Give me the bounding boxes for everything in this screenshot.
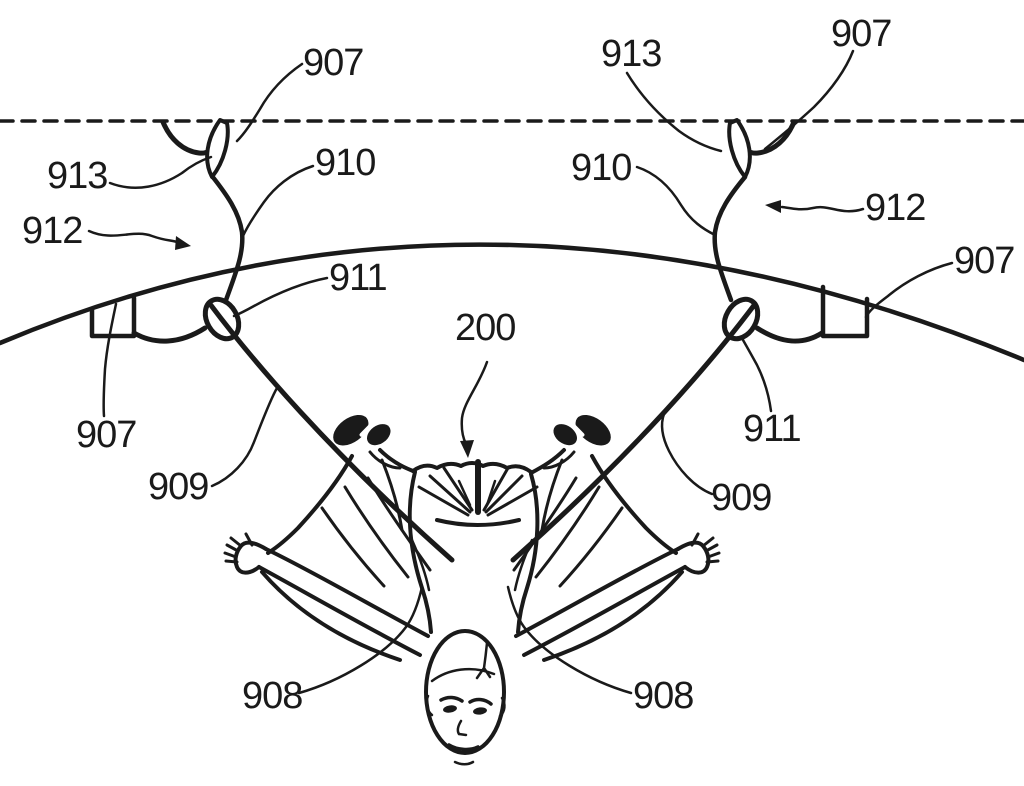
callout-908-right: 908 [633,675,693,717]
left-shoe [333,414,391,446]
callout-200: 200 [455,307,515,349]
hairline [430,667,496,683]
leader-910-right [635,165,717,237]
callout-912-right: 912 [865,187,925,229]
callout-912-left: 912 [22,210,82,252]
leader-907-right [864,261,954,319]
callout-911-right: 911 [743,408,801,450]
callout-leaders [87,49,954,695]
right-leg-wing [512,448,678,592]
right-wing-leading-edge [590,454,678,555]
leader-908-left [297,585,424,695]
torso-left-edge [407,470,433,634]
callout-907-bottom-left: 907 [76,414,136,456]
callout-labels: 907 913 910 912 911 907 909 908 200 913 … [22,13,1015,717]
leader-909-left [210,386,279,488]
left-suspension-line [207,301,455,563]
left-eyebrow [439,695,464,703]
right-arm [514,547,687,662]
right-riser-strap [712,174,748,303]
right-ankle-cuff [542,450,576,470]
nose [456,719,468,737]
callout-907-top-right: 907 [831,13,891,55]
leader-907-top-right [763,49,855,151]
right-eyebrow [468,697,493,706]
callout-908-left: 908 [242,675,302,717]
right-under-strap [754,325,825,344]
right-wing-trailing-edge [542,570,684,662]
left-ear [425,694,434,717]
left-release-mechanism [160,118,245,303]
callout-913-left: 913 [47,155,107,197]
left-arm [257,547,430,662]
callout-910-left: 910 [315,142,375,184]
left-anchor-box [89,295,137,339]
left-riser-strap [209,173,245,303]
leader-913-right [625,71,723,153]
callout-909-left: 909 [148,466,208,508]
left-release-leaf [205,118,230,179]
leader-911-right [741,338,773,413]
left-under-strap [131,325,208,344]
callout-910-right: 910 [571,147,631,189]
callout-909-right: 909 [711,477,771,519]
pack-lower-hem [435,518,521,527]
flyer-head [424,629,506,766]
mouth [447,743,480,752]
right-eye [473,707,487,715]
leader-908-right [506,585,633,695]
callout-907-top-left: 907 [303,42,363,84]
right-attachment-ring [721,296,761,342]
torso-right-edge [516,472,540,634]
arrow-200 [460,360,489,458]
right-hand [676,532,721,575]
right-shoe [553,414,611,446]
leader-911-left [232,276,329,318]
callout-911-left: 911 [329,257,387,299]
left-eye [443,705,457,713]
left-ankle-cuff [368,450,402,470]
left-wing-leading-edge [266,454,354,555]
right-ear [498,696,506,718]
leader-913-left [108,155,213,189]
right-release-leaf [727,118,752,179]
arrow-912-left [87,229,191,250]
leader-909-right [660,412,714,496]
right-release-mechanism [712,118,797,303]
callout-907-right: 907 [954,240,1014,282]
wingsuit-flyer [223,414,721,766]
right-suspension-line [510,301,758,563]
left-attachment-ring [202,296,242,342]
left-hand [223,532,268,575]
leader-907-top-left [235,62,304,143]
leader-910-left [241,164,315,238]
leader-907-bottom-left [102,302,118,418]
callout-913-right: 913 [601,33,661,75]
chin-crease [453,760,475,766]
arrow-912-right [765,200,865,213]
back-pleat-fan [411,459,539,527]
left-leg-wing [266,448,432,592]
